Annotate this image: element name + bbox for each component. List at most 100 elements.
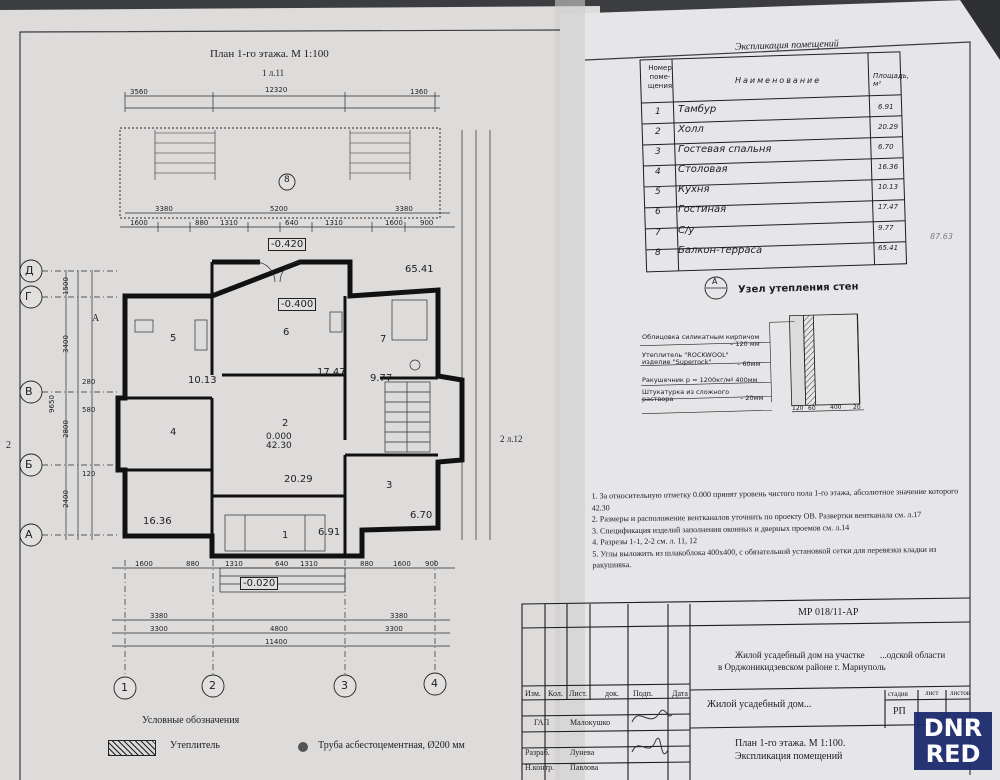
dim-label: 1310	[225, 560, 243, 568]
dim-label: 4800	[270, 625, 288, 633]
dim-label: 1600	[393, 560, 411, 568]
explication-col-name: Наименование	[735, 76, 822, 85]
wall-dim: 400	[830, 404, 842, 411]
dim-label: 880	[195, 219, 209, 227]
dim-label: 640	[285, 219, 299, 227]
wall-node-mark: А	[712, 277, 718, 286]
section-reference: 1 л.11	[262, 68, 285, 78]
insulation-hatch-swatch	[108, 740, 156, 756]
dim-label: 3380	[395, 205, 413, 213]
room-area: 16.36	[143, 516, 172, 527]
room-area: 9.77	[370, 373, 393, 384]
explication-row-num: 5	[655, 187, 661, 197]
explication-row-num: 7	[655, 228, 661, 238]
level-mark: 0.000	[266, 432, 292, 442]
explication-row-name: Балкон-терраса	[678, 245, 763, 256]
wall-dim: 20	[853, 404, 861, 411]
legend-title: Условные обозначения	[142, 715, 240, 726]
wall-layer-2-value: – 60мм	[737, 360, 761, 368]
explication-row-name: Тамбур	[678, 104, 717, 115]
dim-label: 12320	[265, 86, 288, 94]
explication-col-number: Номер поме- щения	[647, 64, 673, 90]
axis-label-v: В	[25, 385, 33, 398]
role-name: Лунева	[570, 748, 595, 757]
dim-label: 3560	[130, 88, 148, 96]
explication-row-num: 2	[655, 127, 661, 137]
explication-row-area: 6.70	[878, 143, 894, 151]
dim-label: 5200	[270, 205, 288, 213]
project-line1-tail: ...одской области	[880, 650, 946, 660]
stage-header: листов	[950, 689, 971, 697]
explication-row-num: 3	[655, 147, 661, 157]
sheet-title-1: План 1-го этажа. М 1:100.	[735, 738, 846, 749]
project-code: МР 018/11-АР	[798, 607, 859, 618]
pipe-symbol	[298, 742, 308, 752]
explication-row-num: 6	[655, 207, 661, 217]
explication-row-area: 10.13	[878, 183, 899, 191]
dim-label: 900	[425, 560, 439, 568]
explication-row-name: Холл	[678, 124, 704, 135]
wall-dim: 60	[808, 405, 816, 412]
explication-row-name: Гостевая спальня	[678, 144, 772, 155]
room-area: 65.41	[405, 264, 434, 275]
dim-label: 280	[82, 378, 96, 386]
room-area: 6.91	[318, 527, 341, 538]
stamp-header: Кол.	[548, 689, 563, 698]
level-mark: -0.400	[278, 298, 317, 311]
room-number: 8	[284, 175, 290, 185]
project-line1: Жилой усадебный дом на участке	[735, 650, 865, 660]
dim-label: 1600	[130, 219, 148, 227]
axis-label-d: Д	[25, 264, 34, 277]
dim-label: 3380	[150, 612, 168, 620]
room-number: 1	[282, 530, 289, 541]
dim-label: 11400	[265, 638, 288, 646]
explication-row-area: 17.47	[878, 203, 899, 211]
explication-row-name: Гостиная	[678, 204, 727, 215]
dim-label: 1360	[410, 88, 428, 96]
sheet-title-2: Экспликация помещений	[735, 751, 843, 762]
stamp-header: Лист.	[569, 689, 588, 698]
stamp-header: Подп.	[633, 689, 653, 698]
room-number: 4	[170, 427, 177, 438]
axis-label-1: 1	[121, 681, 128, 694]
dim-label: 120	[82, 470, 96, 478]
plan-title: План 1-го этажа. М 1:100	[210, 48, 329, 60]
wall-layer-3-value: – 400мм	[730, 376, 758, 384]
explication-row-area: 16.36	[878, 163, 899, 171]
dim-label: 880	[186, 560, 200, 568]
axis-label-g: Г	[25, 290, 32, 303]
axis-bubbles	[19, 173, 447, 700]
axis-label-2: 2	[209, 679, 216, 692]
stage-value: РП	[893, 706, 906, 717]
room-area: 17.47	[317, 367, 346, 378]
wall-dim: 120	[792, 405, 804, 412]
section-reference-right: 2 л.12	[500, 434, 523, 444]
role-label: Н.контр.	[525, 763, 555, 772]
explication-row-area: 9.77	[878, 224, 894, 232]
object-name: Жилой усадебный дом...	[707, 699, 812, 710]
room-number: 7	[380, 334, 387, 345]
level-mark: -0.420	[268, 238, 307, 251]
stage-header: стадия	[888, 690, 908, 698]
stamp-header: Изм.	[525, 689, 541, 698]
stamp-header: док.	[605, 689, 619, 698]
project-line2: в Орджоникидзевском районе г. Мариуполь	[718, 662, 886, 672]
explication-row-name: Кухня	[678, 184, 710, 195]
explication-row-area: 65.41	[878, 244, 899, 252]
role-label: Разраб.	[525, 748, 550, 757]
explication-row-num: 1	[655, 107, 661, 117]
site-watermark: DNR RED	[914, 712, 992, 770]
wall-layer-3-name: Ракушечник р = 1200кг/м³	[642, 376, 734, 384]
explication-row-area: 20.29	[878, 123, 899, 131]
room-area: 20.29	[284, 474, 313, 485]
watermark-line2: RED	[925, 740, 981, 768]
section-marker-left2: 2	[6, 440, 11, 451]
dim-label: 3300	[385, 625, 403, 633]
explication-side-note: 87.63	[930, 232, 953, 241]
explication-col-area: Площадь, м²	[873, 72, 910, 88]
